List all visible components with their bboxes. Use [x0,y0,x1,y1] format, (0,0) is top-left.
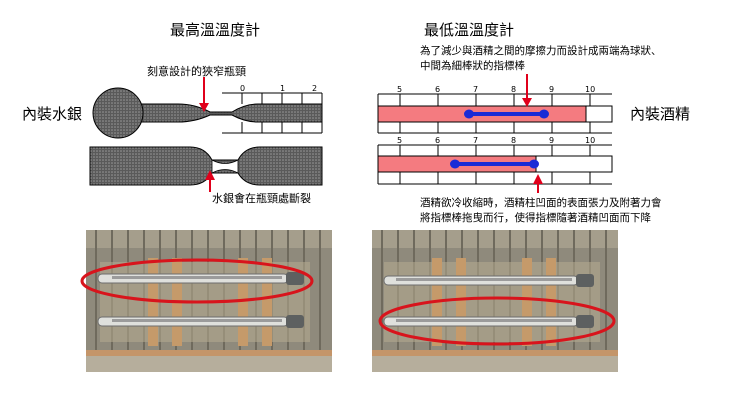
mercury-breaks-callout: 水銀會在瓶頸處斷裂 [212,192,311,205]
scale-label-top-6: 6 [435,85,440,94]
scale-label-2: 2 [312,84,317,93]
scale-label-1: 1 [280,84,285,93]
scale-label-bottom-9: 9 [549,136,554,145]
surface-tension-callout-line2: 將指標棒拖曳而行，使得指標隨著酒精凹面而下降 [420,212,651,224]
index-rod-callout-line1: 為了減少與酒精之間的摩擦力而設計成兩端為球狀、 [420,45,662,57]
max-thermometer-highlight [80,258,314,304]
scale-label-top-9: 9 [549,85,554,94]
max-thermometer-photo [80,230,332,372]
max-thermometer-diagram-top: 0 1 2 [92,77,323,139]
surface-tension-callout-line1: 酒精欲冷收縮時，酒精柱凹面的表面張力及附著力會 [420,197,662,209]
scale-label-bottom-5: 5 [397,136,402,145]
max-thermometer-title: 最高溫溫度計 [170,21,261,39]
narrow-neck-callout: 刻意設計的狹窄瓶頸 [147,65,246,78]
scale-label-bottom-7: 7 [473,136,478,145]
scale-label-top-8: 8 [511,85,516,94]
scale-label-bottom-10: 10 [585,136,595,145]
min-thermometer-diagram-top: 5 6 7 8 9 10 [377,74,613,134]
mercury-inside-label: 內裝水銀 [22,105,83,123]
max-thermometer-diagram-bottom [89,146,323,192]
scale-label-bottom-6: 6 [435,136,440,145]
alcohol-inside-label: 內裝酒精 [630,105,691,123]
min-thermometer-highlight [378,296,616,346]
min-thermometer-title: 最低溫溫度計 [424,21,515,39]
scale-label-top-10: 10 [585,85,595,94]
scale-label-0: 0 [240,84,245,93]
scale-label-bottom-8: 8 [511,136,516,145]
min-thermometer-photo [372,230,618,372]
scale-label-top-7: 7 [473,85,478,94]
min-thermometer-diagram-bottom: 5 6 7 8 9 10 [377,136,613,193]
index-rod-callout-line2: 中間為細棒狀的指標棒 [420,60,525,72]
scale-label-top-5: 5 [397,85,402,94]
